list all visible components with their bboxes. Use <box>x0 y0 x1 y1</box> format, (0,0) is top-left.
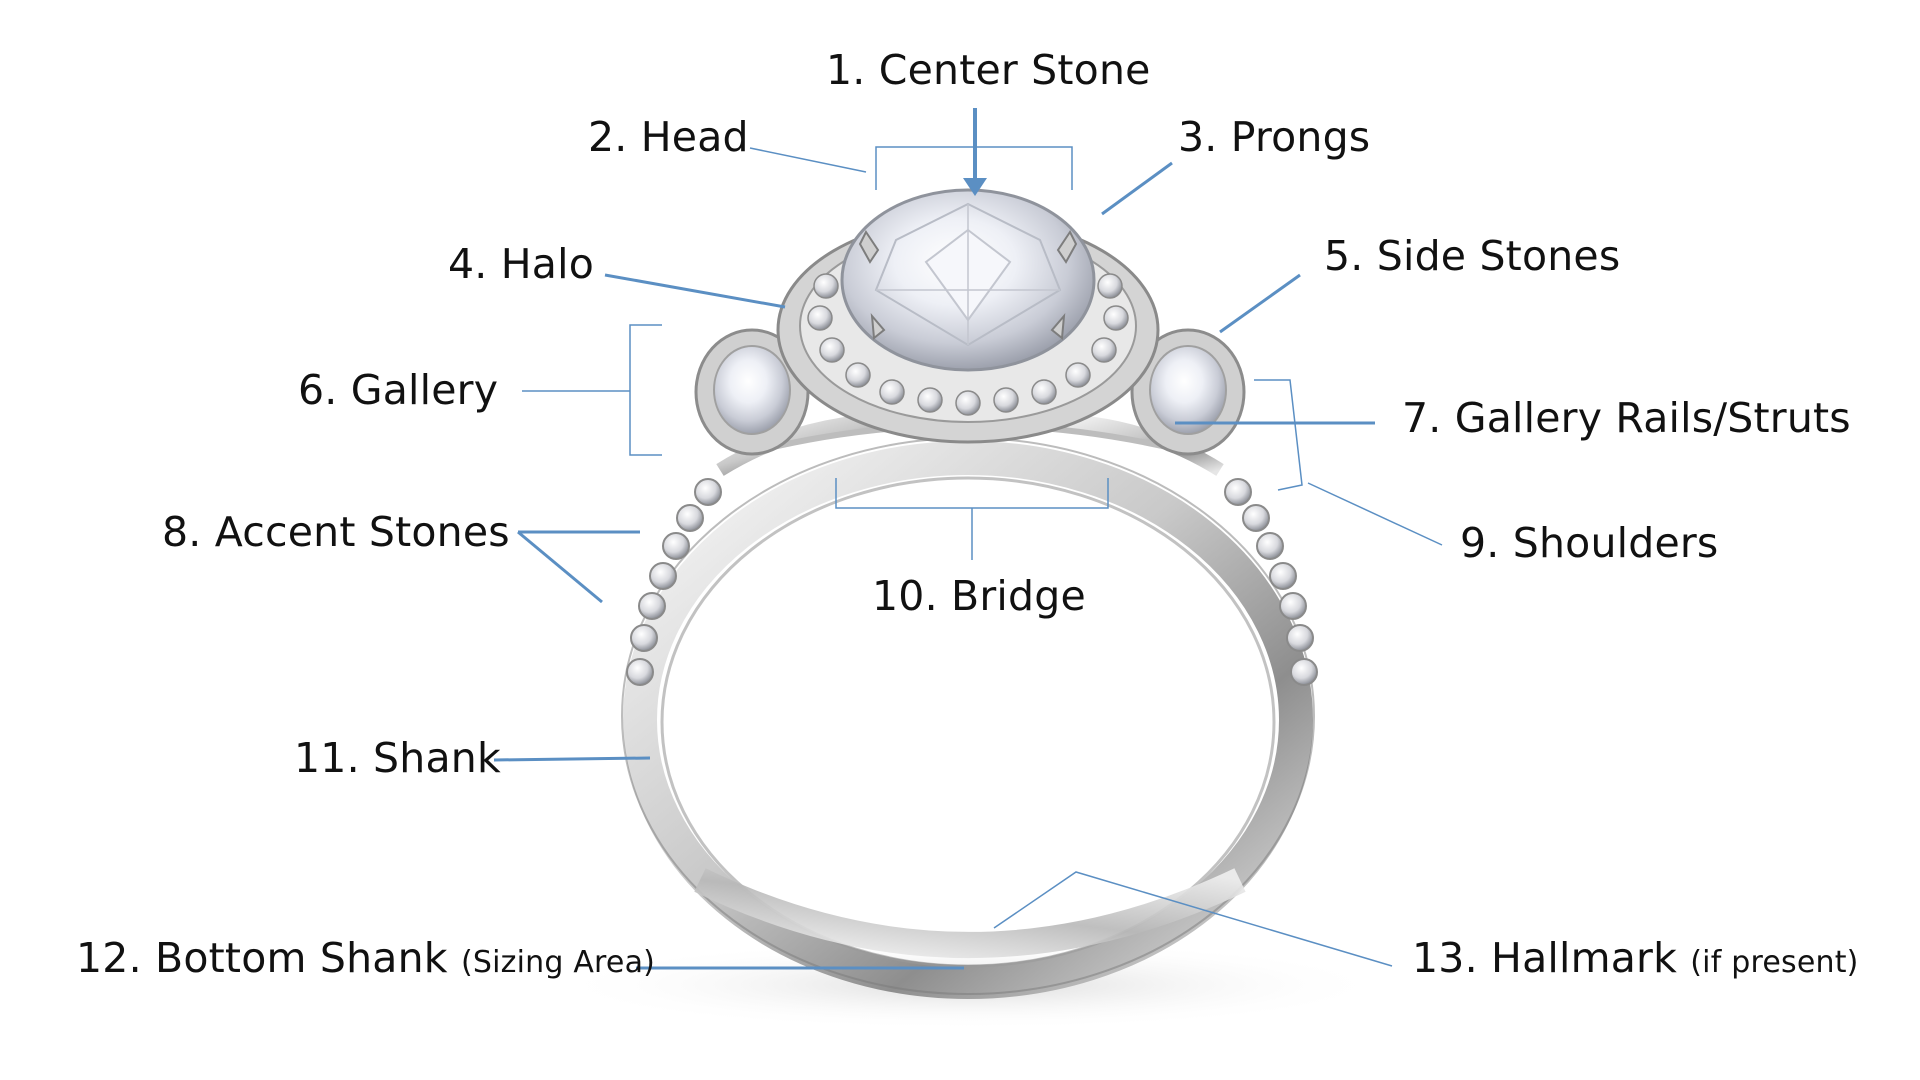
label-bottom-shank: 12. Bottom Shank (Sizing Area) <box>76 938 655 979</box>
label-shoulders: 9. Shoulders <box>1460 519 1719 567</box>
label-center-stone: 1. Center Stone <box>826 46 1151 94</box>
label-bottom-shank-title: 12. Bottom Shank <box>76 934 448 982</box>
label-side-stones: 5. Side Stones <box>1324 232 1621 280</box>
label-gallery: 6. Gallery <box>298 366 499 414</box>
shank-band <box>623 441 1313 999</box>
label-accent-stones: 8. Accent Stones <box>162 508 510 556</box>
label-prongs: 3. Prongs <box>1178 113 1371 161</box>
label-bridge: 10. Bridge <box>872 572 1086 620</box>
label-hallmark-title: 13. Hallmark <box>1412 934 1678 982</box>
label-hallmark-note: (if present) <box>1690 945 1859 980</box>
label-shank: 11. Shank <box>294 734 501 782</box>
halo-stones <box>807 273 1129 416</box>
label-hallmark: 13. Hallmark (if present) <box>1412 938 1859 979</box>
side-stone-left <box>694 328 810 456</box>
label-head: 2. Head <box>588 113 749 161</box>
accent-stones-right <box>1224 478 1318 686</box>
prongs <box>858 230 1078 340</box>
label-gallery-rails: 7. Gallery Rails/Struts <box>1402 394 1851 442</box>
label-bottom-shank-note: (Sizing Area) <box>460 945 656 980</box>
accent-stones-left <box>626 478 722 686</box>
leader-lines <box>493 108 1443 970</box>
label-halo: 4. Halo <box>448 240 594 288</box>
center-stone <box>840 188 1096 372</box>
